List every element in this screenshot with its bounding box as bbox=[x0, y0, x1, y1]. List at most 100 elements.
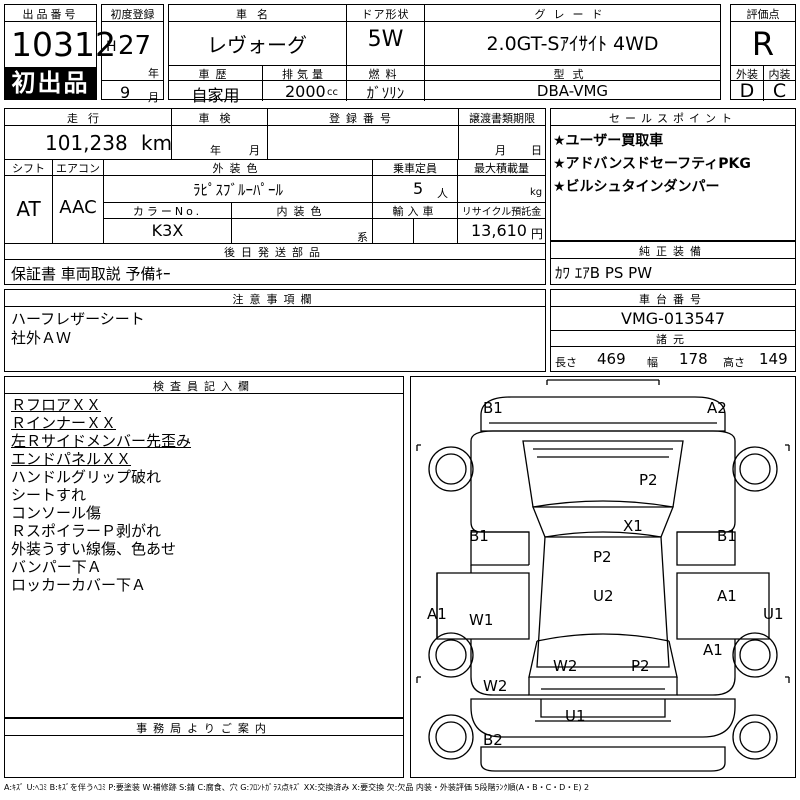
grade-label: グレード bbox=[534, 8, 611, 21]
office-label: 事務局よりご案内 bbox=[136, 722, 272, 735]
fuel-label: 燃料 bbox=[368, 68, 403, 81]
inspector-note: コンソール傷 bbox=[11, 504, 102, 522]
width-label: 幅 bbox=[647, 356, 658, 369]
genuine-label: 純正装備 bbox=[639, 245, 707, 258]
door-type: 5W bbox=[367, 27, 404, 52]
inspector-label: 検査員記入欄 bbox=[153, 380, 255, 393]
grade: 2.0GT-Sｱｲｻｲﾄ 4WD bbox=[486, 33, 659, 55]
sales-label: セールスポイント bbox=[609, 112, 737, 125]
label-b1-top: B1 bbox=[483, 399, 503, 417]
ext-grade: D bbox=[739, 80, 755, 102]
caution-lines: ハーフレザーシート社外ＡＷ bbox=[11, 310, 145, 348]
lot-label: 出品番号 bbox=[22, 8, 79, 21]
first-listing-badge: 初出品 bbox=[5, 67, 96, 99]
fuel: ｶﾞｿﾘﾝ bbox=[366, 84, 405, 102]
chassis-number: VMG-013547 bbox=[621, 309, 725, 328]
later-parts-label: 後日発送部品 bbox=[224, 246, 326, 259]
reg-year: 27 bbox=[118, 31, 152, 61]
interior-color-label: 内装色 bbox=[276, 205, 328, 218]
inspector-note: ハンドルグリップ破れ bbox=[11, 468, 162, 486]
height-label: 高さ bbox=[723, 356, 745, 369]
history: 自家用 bbox=[191, 86, 240, 105]
length: 469 bbox=[597, 350, 626, 368]
recycle-unit: 円 bbox=[531, 227, 544, 241]
history-label: 車歴 bbox=[198, 68, 233, 81]
lot-number: 10312 bbox=[11, 25, 116, 64]
exterior-color: ﾗﾋﾟｽﾌﾞﾙｰﾊﾟｰﾙ bbox=[192, 181, 283, 199]
load-label: 最大積載量 bbox=[474, 162, 529, 175]
later-parts: 保証書 車両取説 予備ｷｰ bbox=[11, 265, 171, 283]
displacement-label: 排気量 bbox=[282, 68, 327, 81]
ac: AAC bbox=[59, 197, 97, 218]
caution-line: 社外ＡＷ bbox=[11, 329, 72, 347]
sales-point: ★ビルシュタインダンパー bbox=[553, 179, 720, 195]
label-u2: U2 bbox=[593, 587, 614, 605]
legend: A:ｷｽﾞ U:ﾍｺﾐ B:ｷｽﾞを伴うﾍｺﾐ P:要塗装 W:補修跡 S:錆 … bbox=[4, 783, 590, 792]
displacement: 2000 bbox=[285, 82, 326, 101]
car-diagram-box: B1 A2 P2 X1 B1 B1 P2 U2 A1 W1 A1 U1 A1 W… bbox=[410, 376, 796, 778]
inspector-note: ロッカーカバー下Ａ bbox=[11, 576, 147, 594]
caution-label: 注意事項欄 bbox=[232, 293, 318, 306]
shift-label: シフト bbox=[12, 162, 45, 175]
label-a2-top: A2 bbox=[707, 399, 727, 417]
length-label: 長さ bbox=[555, 356, 577, 369]
transfer-day-unit: 日 bbox=[531, 144, 542, 157]
label-b1-right: B1 bbox=[717, 527, 737, 545]
reg-year-unit: 年 bbox=[148, 67, 159, 80]
label-p2-hood: P2 bbox=[639, 471, 658, 489]
car-name: レヴォーグ bbox=[207, 33, 307, 57]
recycle-label: リサイクル預託金 bbox=[461, 207, 542, 218]
recycle-amount: 13,610 bbox=[471, 221, 527, 240]
model: DBA-VMG bbox=[536, 82, 609, 100]
label-p2-roof: P2 bbox=[593, 548, 612, 566]
inspector-note: ＲインナーＸＸ bbox=[11, 414, 117, 432]
genuine-box: 純正装備 ｶﾜ ｴｱB PS PW bbox=[550, 241, 796, 285]
inspection-year-unit: 年 bbox=[210, 144, 221, 157]
label-p2-trunk: P2 bbox=[631, 657, 650, 675]
info-box: 車名 ドア形状 グレード レヴォーグ 5W 2.0GT-Sｱｲｻｲﾄ 4WD 車… bbox=[168, 4, 721, 105]
height: 149 bbox=[759, 350, 788, 368]
caution-line: ハーフレザーシート bbox=[11, 310, 145, 328]
color-label: 外装色 bbox=[212, 162, 264, 175]
score-label: 評価点 bbox=[746, 8, 780, 21]
lot-box: 出品番号 10312 初出品 bbox=[4, 4, 116, 100]
details-box: 走行 車検 登録番号 譲渡書類期限 101,238 km 年 月 月 日 シフト… bbox=[4, 108, 546, 285]
load-unit: kg bbox=[530, 187, 543, 198]
label-x1: X1 bbox=[623, 517, 643, 535]
inspector-note: ＲフロアＸＸ bbox=[11, 396, 102, 414]
spec-label: 諸元 bbox=[656, 333, 690, 346]
capacity-label: 乗車定員 bbox=[393, 162, 437, 175]
reg-month-unit: 月 bbox=[148, 91, 159, 104]
score: R bbox=[751, 25, 775, 63]
reg-era: H bbox=[106, 39, 117, 55]
inspection-label: 車検 bbox=[198, 112, 241, 125]
reg-box: 初度登録 H 27 年 9 月 bbox=[101, 4, 164, 104]
plate-label: 登録番号 bbox=[329, 112, 397, 125]
capacity: 5 bbox=[413, 179, 424, 198]
label-w1: W1 bbox=[469, 611, 493, 629]
inspector-note: 外装うすい線傷、色あせ bbox=[11, 540, 177, 558]
door-label: ドア形状 bbox=[361, 8, 410, 21]
car-diagram: B1 A2 P2 X1 B1 B1 P2 U2 A1 W1 A1 U1 A1 W… bbox=[416, 379, 790, 772]
mileage-unit: km bbox=[141, 131, 173, 155]
genuine-equipment: ｶﾜ ｴｱB PS PW bbox=[555, 264, 653, 282]
int-label: 内装 bbox=[768, 68, 791, 81]
transfer-month-unit: 月 bbox=[495, 144, 506, 157]
capacity-unit: 人 bbox=[437, 187, 448, 200]
sales-point: ★ユーザー買取車 bbox=[553, 133, 664, 149]
label-b1-left: B1 bbox=[469, 527, 489, 545]
label-u1-bottom: U1 bbox=[565, 707, 586, 725]
model-label: 型式 bbox=[553, 68, 592, 81]
mileage: 101,238 bbox=[45, 131, 128, 155]
office-box: 事務局よりご案内 bbox=[4, 718, 404, 778]
shift: AT bbox=[16, 197, 41, 221]
ac-label: エアコン bbox=[56, 162, 100, 175]
inspection-month-unit: 月 bbox=[249, 144, 260, 157]
mileage-label: 走行 bbox=[67, 112, 109, 125]
inspector-note: バンパー下Ａ bbox=[11, 558, 102, 576]
sales-point: ★アドバンスドセーフティPKG bbox=[553, 156, 751, 172]
reg-label: 初度登録 bbox=[110, 8, 155, 21]
chassis-label: 車台番号 bbox=[639, 293, 707, 306]
